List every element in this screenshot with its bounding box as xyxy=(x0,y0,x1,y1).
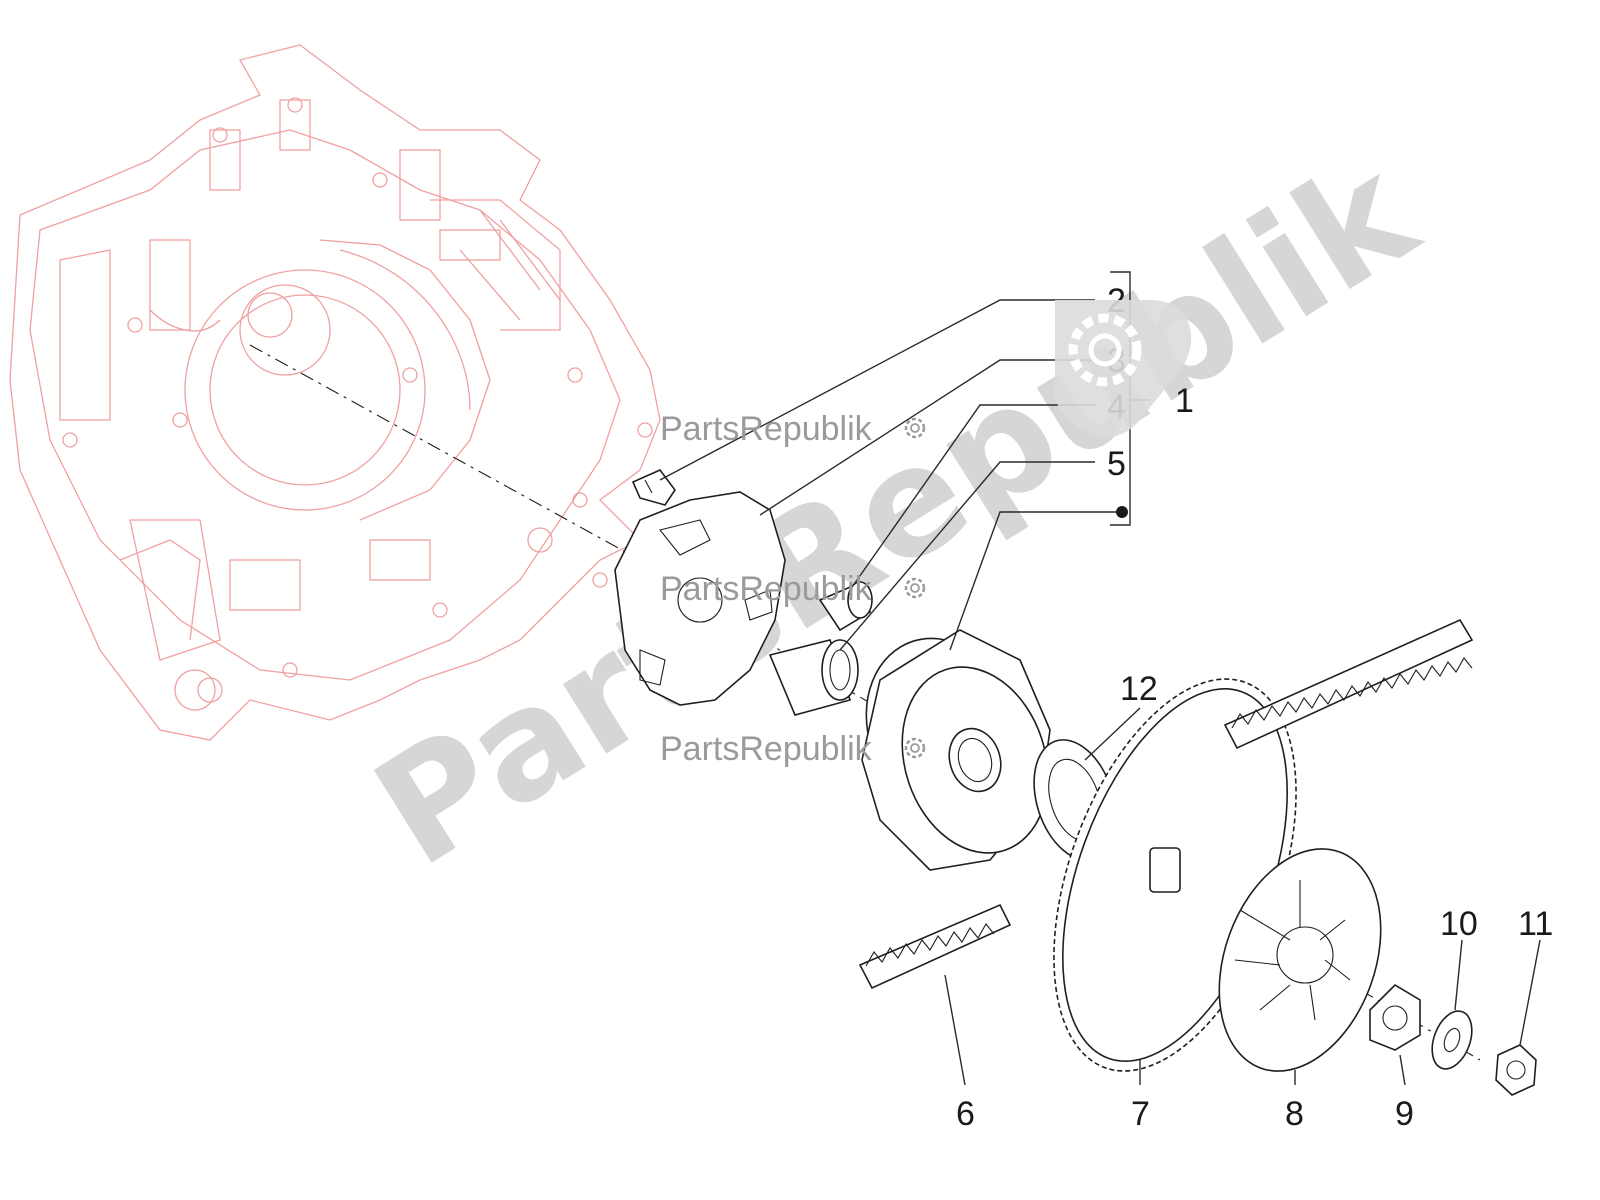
watermark-small-2: PartsRepublik xyxy=(660,570,926,608)
kit-marker-dot xyxy=(1116,506,1128,518)
callout-10: 10 xyxy=(1440,905,1478,943)
part-5-bushing xyxy=(768,639,859,716)
crankcase-drawing xyxy=(9,44,661,741)
callout-5: 5 xyxy=(1107,445,1126,483)
callout-8: 8 xyxy=(1285,1095,1304,1133)
part-4-roller xyxy=(818,581,873,632)
callout-1: 1 xyxy=(1175,382,1194,420)
gear-icon xyxy=(904,417,926,439)
watermark-small-3: PartsRepublik xyxy=(660,730,926,768)
part-11-nut xyxy=(1495,1044,1537,1096)
watermark-small-text: PartsRepublik xyxy=(660,730,873,768)
callout-6: 6 xyxy=(956,1095,975,1133)
part-6-drive-belt xyxy=(858,618,1474,990)
part-8-fan-pulley xyxy=(1218,848,1382,1072)
gear-icon xyxy=(1068,313,1142,387)
part-3-ramp-plate xyxy=(614,491,786,706)
callout-12: 12 xyxy=(1120,670,1158,708)
part-9-hub xyxy=(1369,983,1421,1051)
callout-9: 9 xyxy=(1395,1095,1414,1133)
watermark-logo xyxy=(1055,300,1192,438)
part-2-slider-clip xyxy=(631,469,676,506)
callout-11: 11 xyxy=(1518,905,1553,943)
gear-icon xyxy=(904,737,926,759)
watermark-small-text: PartsRepublik xyxy=(660,570,873,608)
watermark-small-text: PartsRepublik xyxy=(660,410,873,448)
part-10-washer xyxy=(1431,1010,1473,1070)
gear-icon xyxy=(904,577,926,599)
callout-7: 7 xyxy=(1131,1095,1150,1133)
part-1-variator-pulley xyxy=(861,629,1051,871)
watermark-small-1: PartsRepublik xyxy=(660,410,926,448)
